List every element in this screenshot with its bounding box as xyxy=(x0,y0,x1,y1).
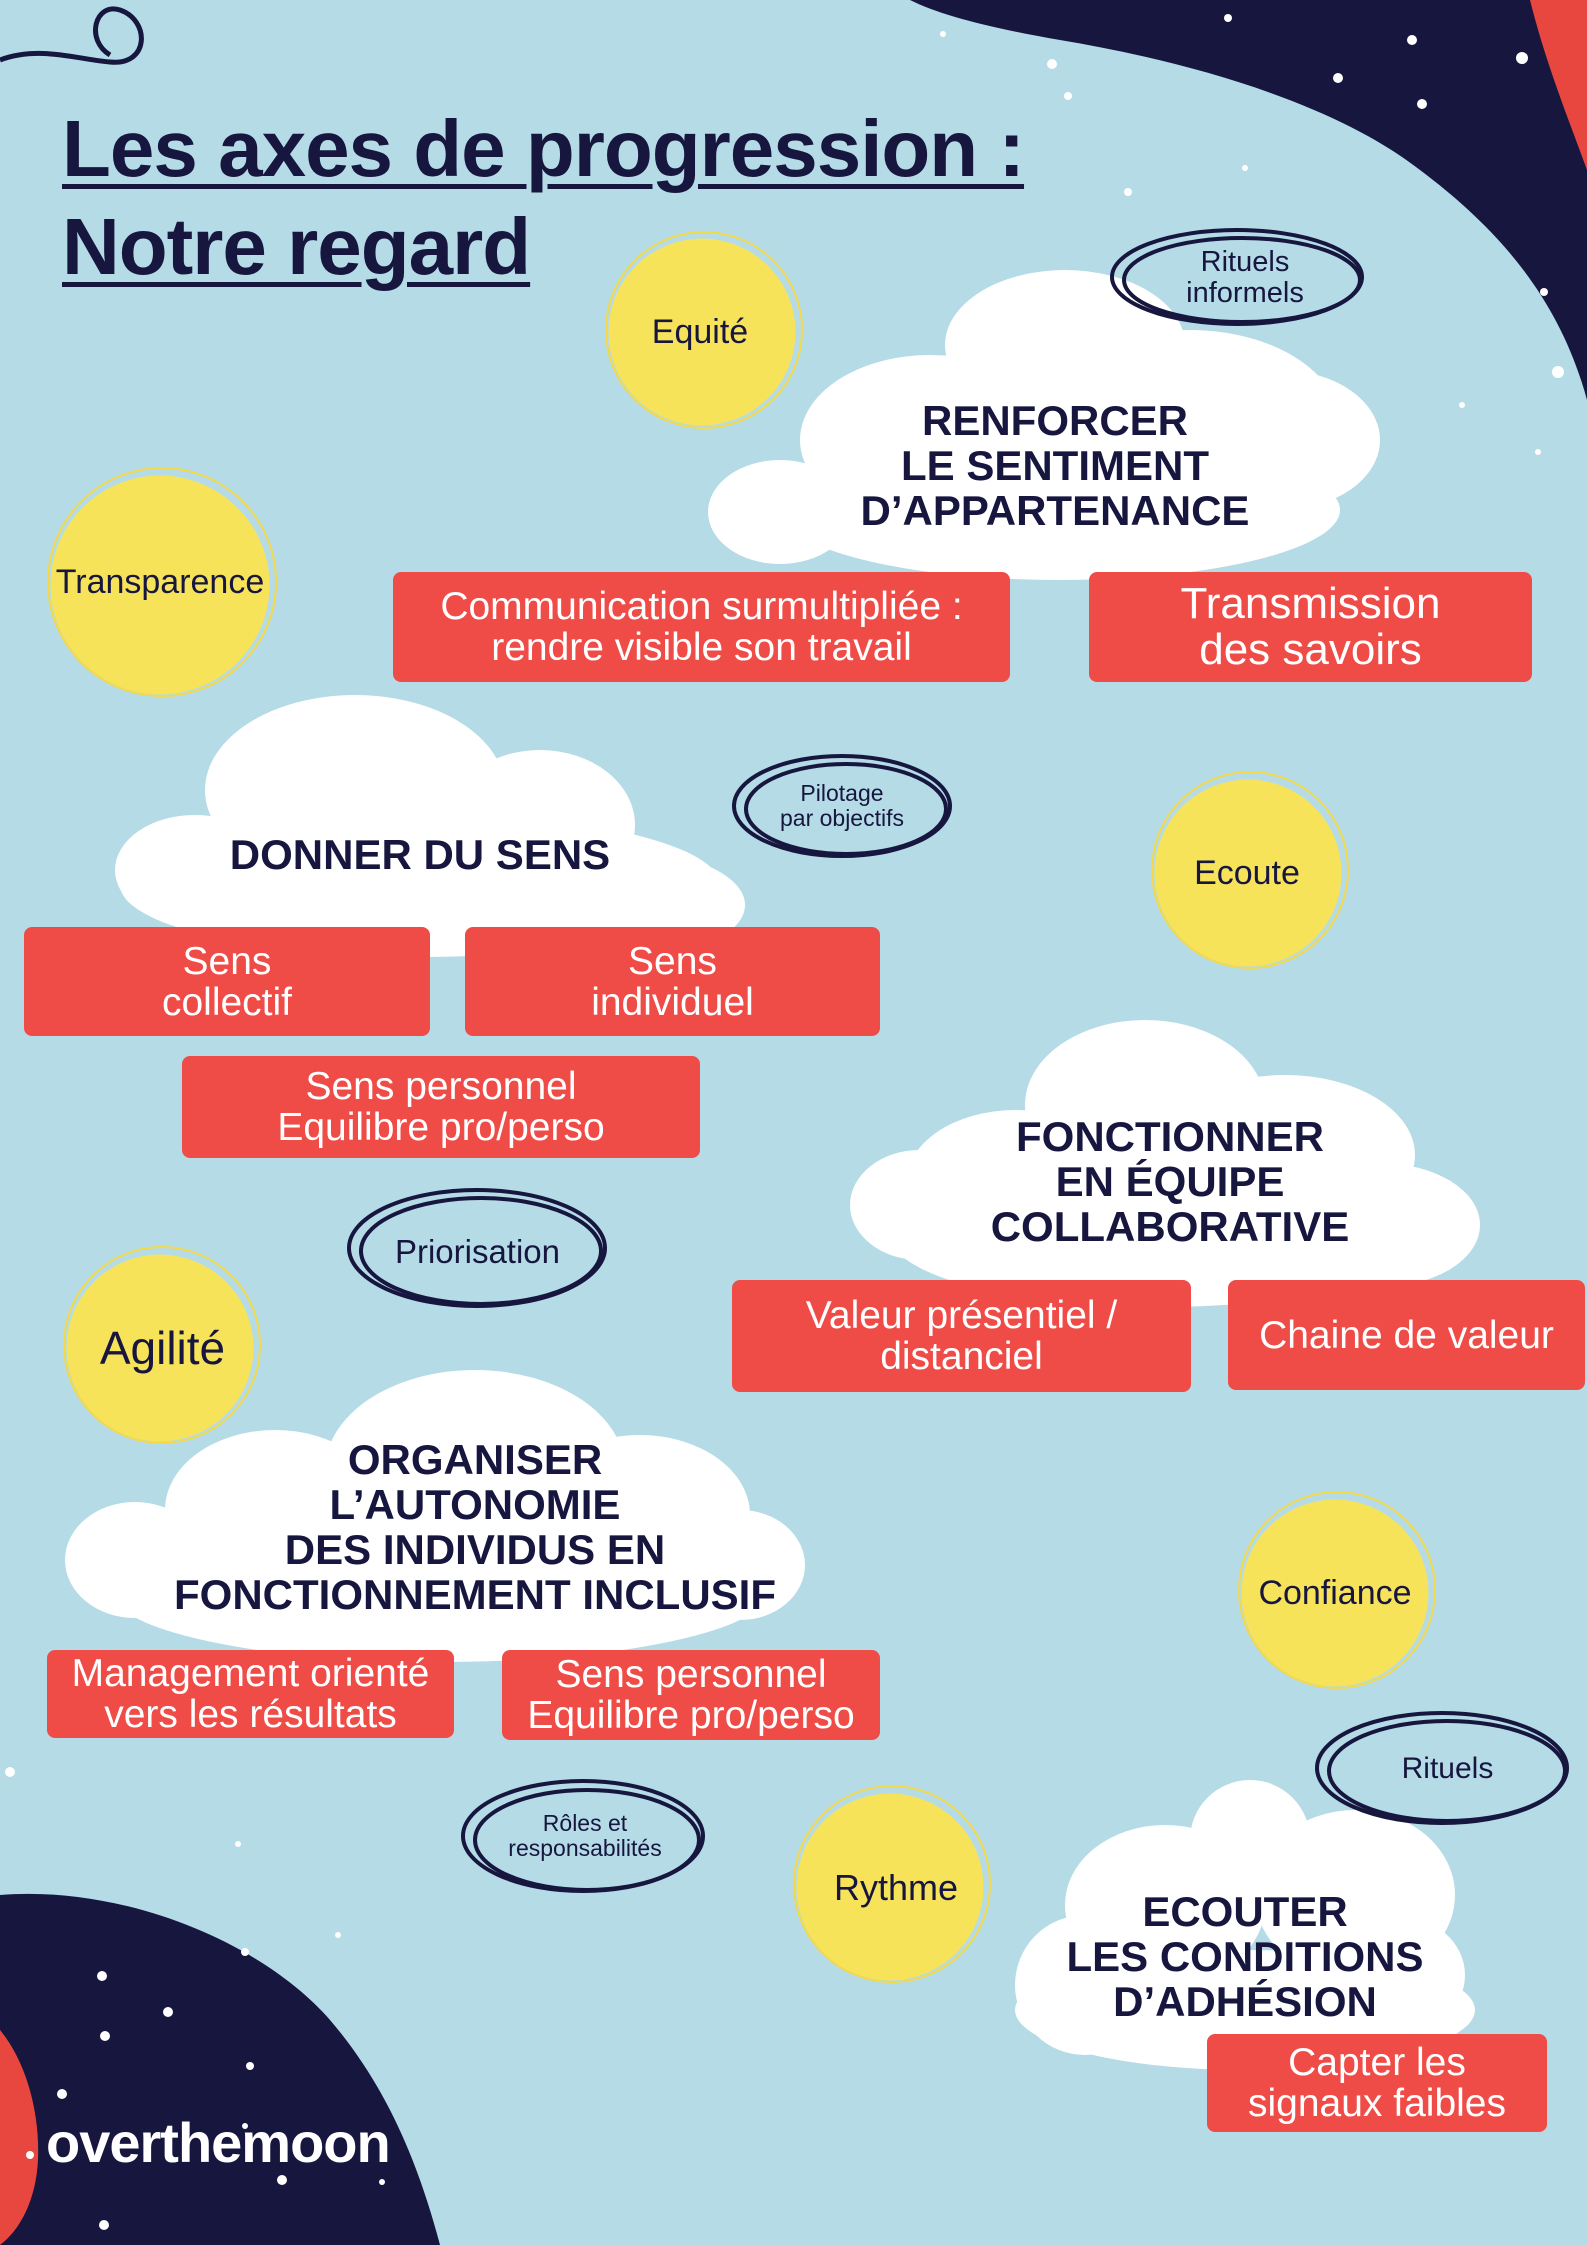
sun-scribble-strokes xyxy=(47,231,1436,1983)
page-title-line-2: Notre regard xyxy=(62,201,531,291)
tag-valeur-presentiel: Valeur présentiel / distanciel xyxy=(732,1280,1191,1392)
tag-transmission: Transmission des savoirs xyxy=(1089,572,1532,682)
cloud-heading-appartenance: RENFORCER LE SENTIMENT D’APPARTENANCE xyxy=(860,397,1250,534)
ring-label-rituels: Rituels xyxy=(1401,1752,1494,1785)
cloud-sens xyxy=(115,695,745,960)
cloud-heading-autonomie: ORGANISER L’AUTONOMIE DES INDIVIDUS EN F… xyxy=(174,1436,776,1618)
sun-label-transparence: Transparence xyxy=(55,562,265,601)
ring-label-priorisation: Priorisation xyxy=(394,1233,561,1270)
sun-label-agilite: Agilité xyxy=(99,1322,226,1374)
sun-label-equite: Equité xyxy=(651,312,749,351)
sun-label-confiance: Confiance xyxy=(1258,1573,1412,1612)
top-left-swirl xyxy=(0,6,144,65)
cloud-heading-sens: DONNER DU SENS xyxy=(229,831,611,878)
stars xyxy=(5,14,1564,2230)
sun-label-rythme: Rythme xyxy=(833,1867,959,1908)
tag-management: Management orienté vers les résultats xyxy=(47,1650,454,1738)
tag-sens-individuel: Sens individuel xyxy=(465,927,880,1036)
bottom-left-red-accent xyxy=(0,2030,39,2245)
tag-sens-personnel-2: Sens personnel Equilibre pro/perso xyxy=(502,1650,880,1740)
ring-label-pilotage: Pilotage par objectifs xyxy=(779,780,904,831)
tag-signaux-faibles: Capter les signaux faibles xyxy=(1207,2034,1547,2132)
page-title: Les axes de progression : Notre regard xyxy=(62,100,1025,295)
cloud-appartenance xyxy=(708,270,1380,580)
cloud-equipe xyxy=(850,1020,1480,1307)
sun-label-ecoute: Ecoute xyxy=(1194,853,1300,892)
tag-sens-personnel-1: Sens personnel Equilibre pro/perso xyxy=(182,1056,700,1158)
tag-communication: Communication surmultipliée : rendre vis… xyxy=(393,572,1010,682)
cloud-autonomie xyxy=(65,1370,805,1662)
bottom-left-night-sky-shape xyxy=(0,1893,440,2245)
page-title-line-1: Les axes de progression : xyxy=(62,104,1025,193)
top-right-night-sky-shape xyxy=(910,0,1587,400)
tag-chaine-valeur: Chaine de valeur xyxy=(1228,1280,1585,1390)
cloud-heading-equipe: FONCTIONNER EN ÉQUIPE COLLABORATIVE xyxy=(990,1113,1350,1250)
brand-logo: overthemoon xyxy=(46,2111,391,2174)
yellow-suns xyxy=(50,238,1429,1981)
cloud-heading-adhesion: ECOUTER LES CONDITIONS D’ADHÉSION xyxy=(1066,1888,1424,2025)
ring-label-roles: Rôles et responsabilités xyxy=(508,1810,662,1861)
tag-sens-collectif: Sens collectif xyxy=(24,927,430,1036)
top-right-red-accent xyxy=(1530,0,1587,170)
ring-label-rituels-informels: Rituels informels xyxy=(1186,246,1304,309)
hand-drawn-rings xyxy=(347,228,1569,1893)
